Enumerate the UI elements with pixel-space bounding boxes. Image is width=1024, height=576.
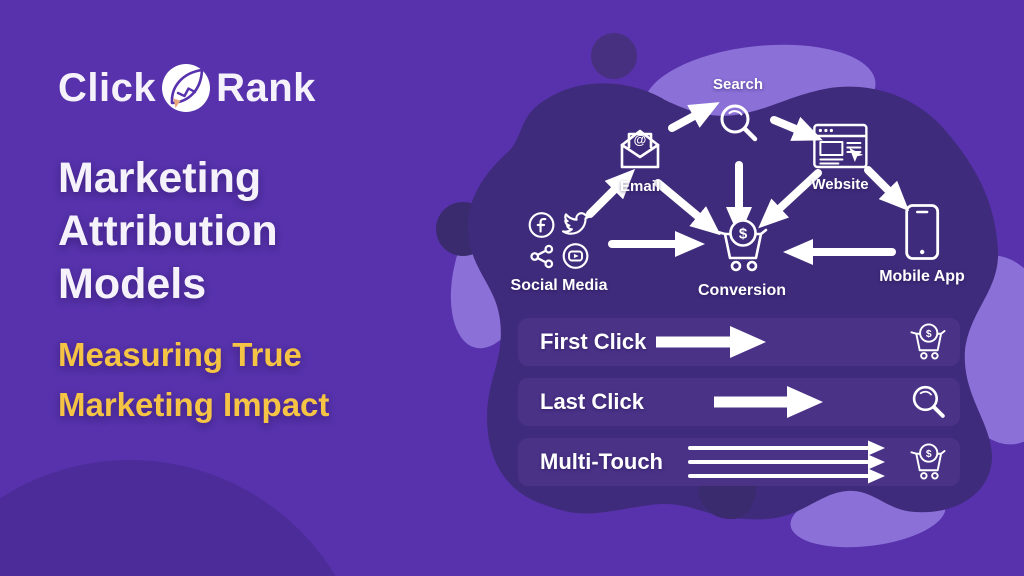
svg-text:$: $ — [739, 226, 748, 243]
svg-text:$: $ — [926, 329, 932, 340]
subtitle-line-2: Marketing Impact — [58, 386, 330, 423]
rocket-circle-icon — [158, 60, 214, 116]
node-label-search: Search — [712, 76, 764, 93]
model-label-multi-touch: Multi-Touch — [540, 449, 663, 474]
bottom-left-circle-blob — [0, 460, 336, 576]
social-media-icon-cluster — [527, 210, 591, 270]
youtube-icon — [562, 242, 590, 270]
model-label-first-click: First Click — [540, 329, 647, 354]
logo-text-rank: Rank — [216, 65, 316, 110]
model-label-last-click: Last Click — [540, 389, 644, 414]
logo: Click Rank — [58, 60, 316, 116]
node-social-media: Social Media — [510, 210, 608, 295]
svg-text:@: @ — [634, 132, 647, 147]
title-line-3: Models — [58, 260, 207, 308]
subtitle-line-1: Measuring True — [58, 336, 302, 373]
model-row-first-click: First Click $ — [518, 318, 960, 366]
logo-text-click: Click — [58, 65, 157, 110]
node-mobile-app: Mobile App — [879, 203, 965, 286]
node-label-social-media: Social Media — [510, 277, 608, 294]
page-title: Marketing Attribution Models — [58, 152, 278, 311]
share-icon — [528, 243, 555, 270]
node-website: Website — [811, 123, 869, 193]
triple-arrow — [688, 440, 885, 484]
small-dot-top — [591, 33, 637, 79]
page-subtitle: Measuring True Marketing Impact — [58, 330, 329, 430]
single-short-arrow — [656, 326, 766, 358]
cart-dollar-icon: $ — [908, 322, 948, 362]
model-row-last-click: Last Click — [518, 378, 960, 426]
search-magnifier-icon — [715, 100, 761, 146]
node-label-mobile-app: Mobile App — [879, 268, 965, 285]
node-search: Search — [713, 76, 763, 146]
cart-dollar-icon: $ — [908, 442, 948, 482]
cart-dollar-icon: $ — [713, 217, 771, 275]
twitter-icon — [561, 210, 591, 240]
mobile-phone-icon — [904, 203, 940, 261]
node-label-conversion: Conversion — [697, 282, 787, 299]
single-long-arrow — [714, 386, 823, 418]
title-line-2: Attribution — [58, 207, 278, 255]
node-email: @ Email — [615, 125, 665, 195]
facebook-icon — [528, 211, 556, 239]
node-label-website: Website — [811, 176, 869, 193]
website-browser-icon — [812, 123, 868, 169]
node-conversion: $ Conversion — [698, 217, 786, 300]
title-line-1: Marketing — [58, 154, 262, 202]
node-label-email: Email — [619, 178, 661, 195]
search-magnifier-icon — [908, 382, 948, 422]
email-envelope-icon: @ — [615, 125, 665, 171]
svg-text:$: $ — [926, 449, 932, 460]
model-row-multi-touch: Multi-Touch $ — [518, 438, 960, 486]
